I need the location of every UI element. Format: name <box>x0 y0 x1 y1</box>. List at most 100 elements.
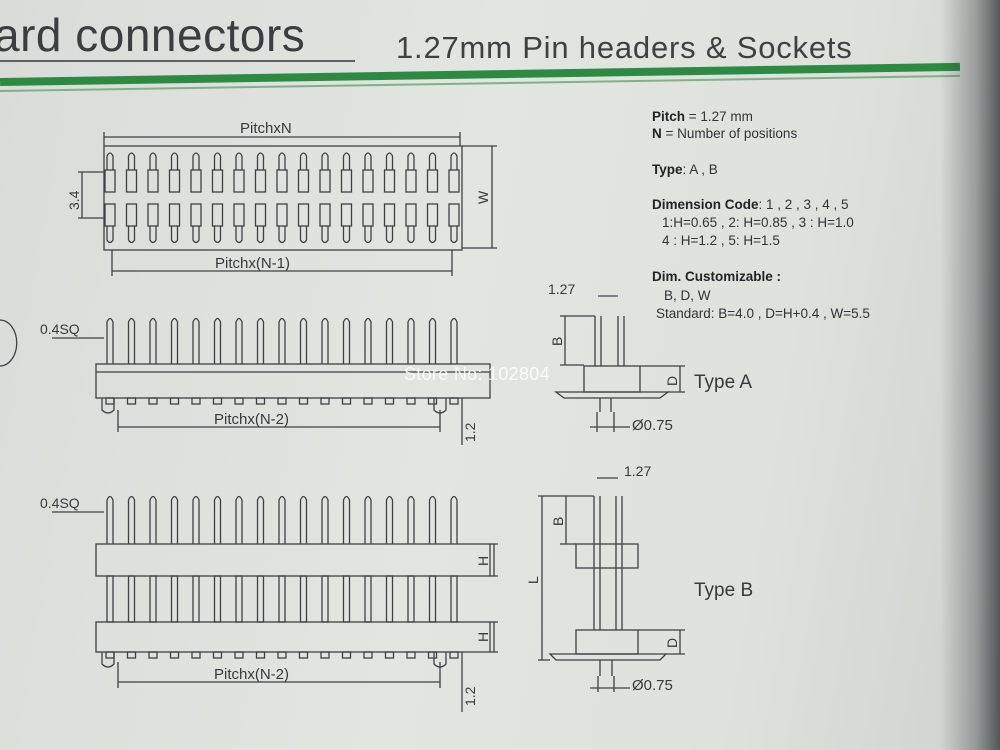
type-b-pin-top <box>299 495 308 544</box>
top-pin-lower-pad <box>340 203 353 227</box>
type-a-pin-foot <box>169 397 180 405</box>
type-b-pin-mid <box>450 575 458 623</box>
store-watermark: Store No: 102804 <box>404 364 550 384</box>
type-b-l-label: L <box>525 576 541 584</box>
top-pin-upper-pad <box>190 169 202 193</box>
top-pin-lower-pad <box>233 203 245 227</box>
top-pin-upper-pad <box>276 169 288 193</box>
pitch-note: Pitch = 1.27 mm <box>652 109 753 124</box>
type-b-pin-top <box>342 495 351 544</box>
type-a-pin <box>385 317 394 364</box>
type-a-pin <box>450 317 458 364</box>
top-pin-lower <box>213 226 222 244</box>
type-a-pin-size-label: 0.4SQ <box>40 321 80 337</box>
type-b-pin-mid <box>299 575 308 623</box>
dimension-line-1: 1:H=0.65 , 2: H=0.85 , 3 : H=1.0 <box>662 215 854 230</box>
type-b-pin-top <box>278 495 286 544</box>
top-pin-upper-pad <box>104 169 116 193</box>
type-b-pin-foot <box>234 651 244 659</box>
pitch-n-label: PitchxN <box>240 120 292 137</box>
type-a-pin <box>321 317 329 364</box>
type-a-pin-foot <box>255 397 266 405</box>
type-b-pin-top <box>385 495 394 544</box>
type-a-pin-foot <box>212 397 223 405</box>
type-b-b-label: B <box>550 517 566 526</box>
type-a-pin <box>192 317 200 364</box>
top-pin-upper <box>364 152 372 170</box>
top-pin-lower-pad <box>362 203 374 227</box>
type-a-b-label: B <box>549 337 565 346</box>
type-a-pin-foot <box>449 397 459 405</box>
top-view <box>78 132 497 276</box>
top-pin-lower <box>149 226 157 244</box>
top-pin-upper-pad <box>383 169 396 193</box>
top-pin-lower-pad <box>147 203 159 227</box>
type-a-pin <box>364 317 372 364</box>
type-b-pin-foot <box>320 651 330 659</box>
top-pin-upper-pad <box>168 169 181 193</box>
type-a-pin <box>127 317 136 364</box>
type-b-pin-top <box>428 495 437 544</box>
type-a-pin-foot <box>191 397 201 405</box>
type-b-pin-mid <box>407 575 415 623</box>
type-b-h-upper-label: H <box>475 556 491 566</box>
type-b-h-lower-label: H <box>475 632 491 642</box>
type-b-pin-top <box>213 495 222 544</box>
dimension-code-note: Dimension Code: 1 , 2 , 3 , 4 , 5 <box>652 197 849 212</box>
type-b-pin-foot <box>105 651 115 659</box>
type-b-pin-mid <box>256 575 265 623</box>
type-b-tail-label: 1.2 <box>462 686 478 706</box>
type-a-pin <box>299 317 308 364</box>
type-a-pin-foot <box>427 397 438 405</box>
type-a-tail-label: 1.2 <box>462 422 478 442</box>
top-pin-upper-pad <box>340 169 353 193</box>
category-title: ard connectors <box>0 9 306 61</box>
top-pin-lower-pad <box>448 203 460 227</box>
type-b-pin-top <box>170 495 179 544</box>
type-a-pin <box>235 317 243 364</box>
top-pin-upper <box>127 152 136 170</box>
type-b-pin-foot <box>384 651 395 659</box>
type-b-d-label: D <box>664 638 680 648</box>
top-pin-upper-pad <box>362 169 374 193</box>
type-a-diameter-label: Ø0.75 <box>632 417 673 434</box>
type-b-pin-foot <box>255 651 266 659</box>
top-pin-lower-pad <box>254 203 267 227</box>
top-pin-upper-pad <box>297 169 310 193</box>
page-edge-shadow <box>940 0 1000 750</box>
type-a-pin-foot <box>234 397 244 405</box>
dimension-line-2: 4 : H=1.2 , 5: H=1.5 <box>662 233 780 248</box>
type-a-pin-foot <box>363 397 373 405</box>
type-a-pin <box>407 317 415 364</box>
type-b-pin-mid <box>385 575 394 623</box>
top-pin-lower-pad <box>319 203 331 227</box>
type-b-pin-top <box>407 495 415 544</box>
top-pin-upper <box>342 152 351 170</box>
top-pin-upper-pad <box>125 169 138 193</box>
top-pin-upper <box>213 152 222 170</box>
top-pin-upper <box>278 152 286 170</box>
top-pin-upper-pad <box>405 169 417 193</box>
top-pin-lower <box>428 226 437 244</box>
customizable-note: Dim. Customizable : <box>652 269 782 284</box>
top-pin-lower <box>192 226 200 244</box>
type-b-pin-foot <box>406 651 416 659</box>
type-a-pin <box>342 317 351 364</box>
top-pin-lower <box>385 226 394 244</box>
top-pin-lower <box>342 226 351 244</box>
type-b-pitch-n2-label: Pitchx(N-2) <box>214 666 289 683</box>
top-pin-upper-pad <box>319 169 331 193</box>
type-a-pitch-n2-label: Pitchx(N-2) <box>214 411 289 428</box>
type-b-pin-mid <box>213 575 222 623</box>
type-a-label: Type A <box>694 372 752 393</box>
type-b-pin-foot <box>363 651 373 659</box>
top-pin-lower-pad <box>383 203 396 227</box>
row-spacing-label: 3.4 <box>66 190 82 210</box>
top-pin-upper <box>106 152 114 170</box>
type-a-front-view <box>52 317 491 445</box>
type-a-pin <box>256 317 265 364</box>
top-pin-upper <box>450 152 458 170</box>
top-pin-upper-pad <box>211 169 224 193</box>
